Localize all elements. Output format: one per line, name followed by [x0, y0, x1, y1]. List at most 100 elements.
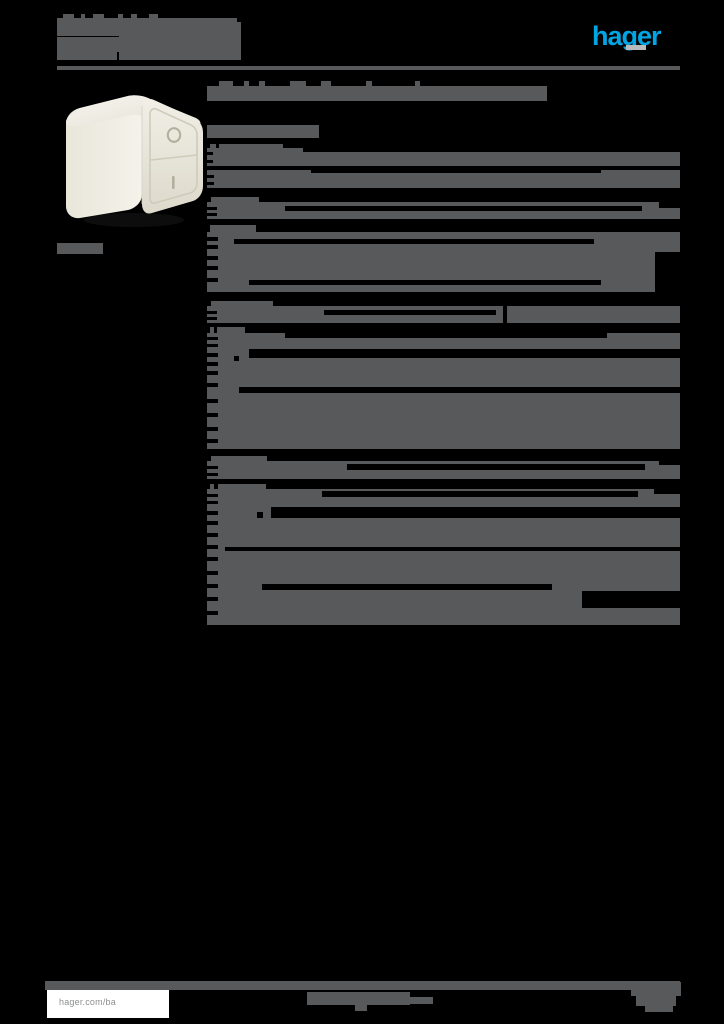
row-knockout [234, 239, 594, 244]
header-glyph-stub [93, 14, 104, 20]
table-row [207, 327, 680, 349]
table-row [207, 393, 680, 449]
title-glyph-stub [219, 81, 233, 86]
page-header: hager [0, 0, 724, 72]
spec-table [207, 144, 680, 625]
row-knockout [311, 170, 601, 173]
table-row [207, 301, 680, 323]
row-knockout [207, 317, 217, 320]
row-knockout [207, 182, 214, 185]
header-subtitle-block-2 [119, 45, 241, 60]
row-knockout [207, 266, 218, 270]
row-knockout [262, 584, 552, 590]
table-row [207, 551, 680, 591]
product-code [57, 243, 103, 254]
row-knockout [659, 202, 680, 208]
product-illustration [66, 95, 203, 227]
row-knockout [285, 333, 607, 338]
row-knockout [249, 280, 601, 285]
table-row [207, 591, 680, 625]
row-knockout [207, 160, 213, 163]
title-glyph-stub [244, 81, 249, 86]
row-knockout [207, 353, 218, 357]
footer-center-text [307, 992, 410, 1005]
row-knockout [239, 387, 680, 393]
row-knockout [207, 337, 218, 340]
footer-center-text-2 [396, 997, 433, 1004]
table-row [207, 349, 680, 367]
title-glyph-stub [290, 81, 306, 86]
section-heading [207, 125, 680, 140]
row-knockout [207, 473, 218, 476]
row-knockout [207, 383, 218, 387]
main-content [207, 81, 680, 625]
row-ascender [219, 144, 283, 148]
row-knockout [207, 278, 218, 282]
header-title-line-1-body [57, 22, 241, 36]
footer-url-text[interactable]: hager.com/ba [59, 997, 116, 1007]
table-row [207, 456, 680, 479]
title-glyph-stub [259, 81, 265, 86]
row-knockout [234, 356, 239, 361]
table-row [207, 527, 680, 551]
row-knockout [207, 245, 218, 249]
footer-divider [45, 981, 680, 990]
header-glyph-stub [81, 14, 85, 20]
table-row [207, 484, 680, 507]
hager-logo-underline [626, 45, 646, 50]
row-knockout [207, 152, 213, 155]
row-knockout [207, 521, 218, 525]
row-knockout [207, 175, 214, 178]
row-knockout [207, 611, 218, 615]
row-knockout [207, 557, 218, 561]
section-heading-text [207, 125, 319, 138]
title-glyph-stub [321, 81, 331, 86]
title-glyph-stub [366, 81, 372, 86]
footer-url-box[interactable]: hager.com/ba [47, 990, 169, 1018]
row-knockout [207, 494, 218, 497]
row-ascender [210, 327, 214, 333]
row-knockout [207, 597, 218, 601]
table-row [207, 507, 680, 527]
row-ascender [217, 327, 245, 333]
row-ascender [211, 456, 267, 461]
row-knockout [285, 206, 642, 211]
footer-center-text-3 [355, 1004, 367, 1011]
table-row [207, 170, 680, 188]
row-ascender [210, 225, 256, 232]
row-ascender [210, 144, 216, 148]
row-knockout [322, 491, 638, 497]
table-row [207, 197, 680, 219]
row-knockout [207, 439, 218, 443]
row-ascender [218, 484, 266, 489]
row-knockout [207, 511, 218, 515]
product-image [56, 88, 204, 230]
footer-right-text-3 [645, 1003, 673, 1012]
row-knockout [207, 533, 218, 537]
row-knockout [207, 466, 218, 469]
header-subtitle-block [119, 35, 241, 47]
row-knockout [303, 148, 680, 152]
row-knockout [207, 399, 218, 403]
row-knockout [659, 461, 680, 465]
row-ascender [211, 301, 273, 306]
header-glyph-stub [149, 14, 158, 20]
row-knockout [582, 591, 680, 608]
row-knockout [225, 547, 680, 551]
row-knockout [207, 311, 217, 314]
row-knockout [207, 413, 218, 417]
header-title-block [57, 14, 357, 62]
row-knockout [207, 571, 218, 575]
row-knockout [207, 237, 218, 241]
table-row [207, 252, 680, 292]
row-knockout [207, 545, 218, 549]
footer-right-text-2 [636, 992, 676, 1006]
row-knockout [207, 362, 218, 366]
row-knockout [271, 507, 680, 518]
row-knockout [324, 310, 496, 315]
table-row [207, 144, 680, 166]
row-knockout [207, 584, 218, 588]
row-knockout [347, 464, 645, 470]
row-ascender [211, 197, 259, 202]
page-title [207, 81, 680, 105]
